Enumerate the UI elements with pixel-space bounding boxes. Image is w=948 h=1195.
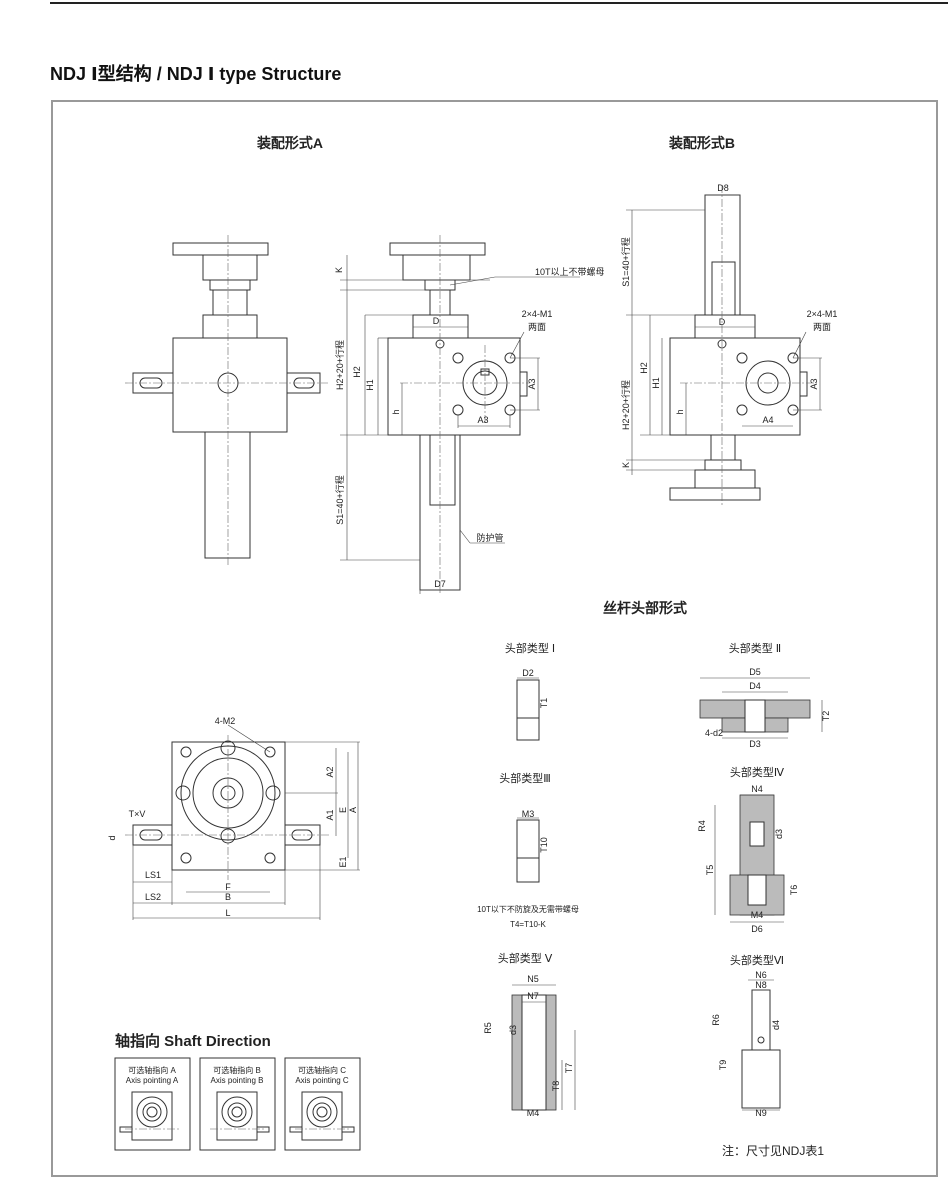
shaft-option-en-label: Axis pointing C xyxy=(295,1076,349,1085)
dimension-label: T5 xyxy=(705,865,715,876)
dimension-label: 防护管 xyxy=(476,532,503,543)
page-title: NDJ Ⅰ型结构 / NDJ Ⅰ type Structure xyxy=(50,64,342,84)
dimension-label: 2×4-M1 xyxy=(807,309,838,319)
dimension-label: 两面 xyxy=(528,322,546,332)
screw-head-type-name: 头部类型 Ⅰ xyxy=(505,641,555,655)
dimension-label: D6 xyxy=(751,924,763,934)
top-rule xyxy=(50,2,948,4)
screw-head-type-name: 头部类型Ⅳ xyxy=(730,765,785,779)
assembly-a-side-view xyxy=(340,235,580,595)
dimension-label: H2+20+行程 xyxy=(620,380,631,430)
dimension-label: D7 xyxy=(434,579,446,589)
dimension-label: d3 xyxy=(508,1025,518,1035)
dimension-label: T8 xyxy=(551,1081,561,1092)
dimension-label: d3 xyxy=(774,829,784,839)
dimension-label: F xyxy=(225,882,231,892)
dimension-label: N7 xyxy=(527,991,539,1001)
shaft-option-en-label: Axis pointing A xyxy=(126,1076,179,1085)
dimension-label: D3 xyxy=(749,739,761,749)
screw-head-drawings xyxy=(511,677,823,1111)
dimension-label: L xyxy=(225,908,230,918)
dimension-label: A xyxy=(348,807,358,813)
dimension-label: E1 xyxy=(338,856,348,867)
dimension-label: M4 xyxy=(751,910,764,920)
dimension-label: N6 xyxy=(755,970,767,980)
dimension-label: LS1 xyxy=(145,870,161,880)
dimension-label: 2×4-M1 xyxy=(522,309,553,319)
top-view xyxy=(125,724,360,920)
dimension-label: h xyxy=(675,409,685,414)
type3-note: 10T以下不防旋及无需带螺母 xyxy=(477,904,579,914)
dimension-label: T2 xyxy=(821,711,831,722)
dimension-label: D2 xyxy=(522,668,534,678)
assembly-a-title: 装配形式A xyxy=(256,135,323,151)
dimension-label: B xyxy=(225,892,231,902)
shaft-direction-boxes xyxy=(114,1057,361,1151)
screw-head-type-name: 头部类型Ⅲ xyxy=(499,771,551,785)
shaft-direction-title: 轴指向 Shaft Direction xyxy=(115,1032,271,1050)
dimension-label: LS2 xyxy=(145,892,161,902)
type3-note: T4=T10-K xyxy=(510,920,546,929)
dimension-label: H1 xyxy=(651,377,661,389)
dimension-label: E xyxy=(338,807,348,813)
shaft-option-cn-label: 可选轴指向 B xyxy=(213,1065,261,1075)
drawing-frame xyxy=(51,100,938,1177)
dimension-label: H2+20+行程 xyxy=(334,340,345,390)
dimension-label: A3 xyxy=(527,378,537,389)
dimension-label: H1 xyxy=(365,379,375,391)
dimension-label: H2 xyxy=(639,362,649,374)
shaft-option-cn-label: 可选轴指向 A xyxy=(128,1065,176,1075)
dimension-label: d xyxy=(107,835,117,840)
assembly-b-title: 装配形式B xyxy=(668,135,735,151)
dimension-label: h xyxy=(391,409,401,414)
screw-head-type-name: 头部类型 Ⅱ xyxy=(729,641,781,655)
dimension-label: H2 xyxy=(352,366,362,378)
dimension-label: T6 xyxy=(789,885,799,896)
shaft-direction-option xyxy=(199,1057,276,1151)
dimension-label: K xyxy=(621,462,631,468)
dimension-label: R4 xyxy=(697,820,707,832)
shaft-option-en-label: Axis pointing B xyxy=(211,1076,264,1085)
dimension-label: D8 xyxy=(717,183,729,193)
screw-heads-title: 丝杆头部形式 xyxy=(603,600,687,616)
dimension-label: R6 xyxy=(711,1014,721,1026)
dimension-label: D5 xyxy=(749,667,761,677)
dimension-label: S1=40+行程 xyxy=(334,475,345,525)
shaft-direction-option xyxy=(284,1057,361,1151)
dimension-label: A3 xyxy=(477,415,488,425)
dimension-label: D xyxy=(433,316,440,326)
dimension-label: N8 xyxy=(755,980,767,990)
dimension-label: 4-d2 xyxy=(705,728,723,738)
dimension-label: A2 xyxy=(325,766,335,777)
screw-head-type-name: 头部类型 Ⅴ xyxy=(498,951,553,965)
dimension-label: 10T以上不带螺母 xyxy=(535,267,605,277)
dimension-label: M4 xyxy=(527,1108,540,1118)
dimension-label: R5 xyxy=(483,1022,493,1034)
dimension-label: 4-M2 xyxy=(215,716,236,726)
dimension-label: T9 xyxy=(718,1060,728,1071)
dimension-label: T7 xyxy=(564,1063,574,1074)
dimension-label: N4 xyxy=(751,784,763,794)
dimension-label: N5 xyxy=(527,974,539,984)
dimension-label: D xyxy=(719,317,726,327)
dimension-label: M3 xyxy=(522,809,535,819)
dimension-label: N9 xyxy=(755,1108,767,1118)
dimension-label: S1=40+行程 xyxy=(620,237,631,287)
dimension-label: A1 xyxy=(325,809,335,820)
shaft-direction-option xyxy=(114,1057,191,1151)
dimension-label: A4 xyxy=(762,415,773,425)
dimension-label: T×V xyxy=(129,809,146,819)
dimension-label: T10 xyxy=(539,837,549,853)
dimension-label: D4 xyxy=(749,681,761,691)
dimension-label: 两面 xyxy=(813,322,831,332)
shaft-option-cn-label: 可选轴指向 C xyxy=(298,1065,346,1075)
screw-head-type-name: 头部类型Ⅵ xyxy=(730,953,784,967)
dimension-label: K xyxy=(334,267,344,273)
assembly-b-view xyxy=(626,185,822,505)
assembly-a-front-view xyxy=(125,235,328,565)
dimension-note: 注：尺寸见NDJ表1 xyxy=(722,1143,824,1158)
dimension-label: A3 xyxy=(809,378,819,389)
dimension-label: d4 xyxy=(771,1020,781,1030)
dimension-label: T1 xyxy=(539,698,549,709)
